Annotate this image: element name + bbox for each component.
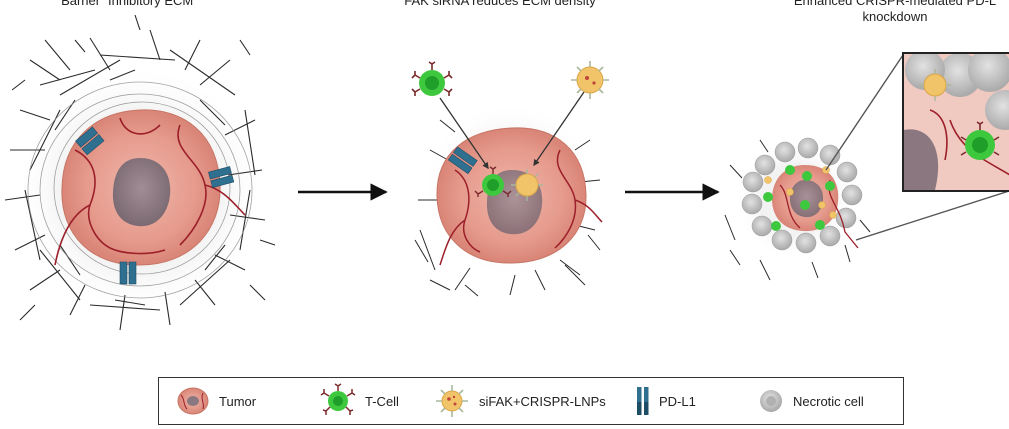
legend-item-lnp: siFAK+CRISPR-LNPs (433, 378, 606, 424)
legend-item-necrotic-cell: Necrotic cell (757, 378, 864, 424)
zoom-inset (902, 52, 1009, 192)
necrotic-cell-icon (760, 390, 782, 412)
legend-label-tumor: Tumor (219, 393, 257, 409)
legend-label-necrotic-cell: Necrotic cell (793, 393, 864, 409)
legend: Tumor T-Cell siFAK+CRISPR-LNPs (158, 377, 904, 425)
necrotic-ring (741, 137, 863, 254)
ecm-rings (27, 81, 253, 299)
panel-3-title-line-1: Enhanced CRISPR-mediated PD-L (793, 0, 997, 8)
legend-label-pd-l1: PD-L1 (659, 393, 696, 409)
t-cells-infiltrating (763, 165, 835, 231)
ecm-fibers-sparse (414, 119, 601, 297)
panel-3-enhanced-knockdown (724, 52, 1009, 281)
ecm-fibers-dense (4, 14, 276, 331)
panel-1-title: “Barrier” Inhibitory ECM (56, 0, 194, 8)
t-cell-at-tumor (474, 166, 512, 197)
panel-2-reduced-ecm (411, 61, 609, 297)
blood-vessels (54, 117, 246, 266)
panel-2-title: FAK siRNA reduces ECM density (404, 0, 596, 8)
legend-label-lnp: siFAK+CRISPR-LNPs (479, 393, 606, 409)
diagram-canvas (4, 14, 1009, 331)
pd-l1-receptors (75, 126, 235, 285)
panel-3-title-line-2: knockdown (862, 9, 928, 24)
t-cell-incoming (411, 61, 453, 96)
panel-1-barrier-ecm (4, 14, 276, 331)
legend-item-t-cell: T-Cell (319, 378, 399, 424)
pd-l1-icon (637, 387, 649, 415)
t-cell-icon (320, 383, 356, 415)
pd-l1-receptor-panel-2 (447, 146, 478, 175)
legend-item-pd-l1: PD-L1 (635, 378, 696, 424)
lnp-incoming (571, 61, 609, 99)
tumor-icon (177, 387, 209, 415)
lnp-icon (436, 385, 468, 417)
legend-label-t-cell: T-Cell (365, 393, 399, 409)
lnp-at-tumor (511, 169, 543, 201)
legend-item-tumor: Tumor (175, 378, 256, 424)
panel-3-title: Enhanced CRISPR-mediated PD-L knockdown (730, 0, 1009, 25)
